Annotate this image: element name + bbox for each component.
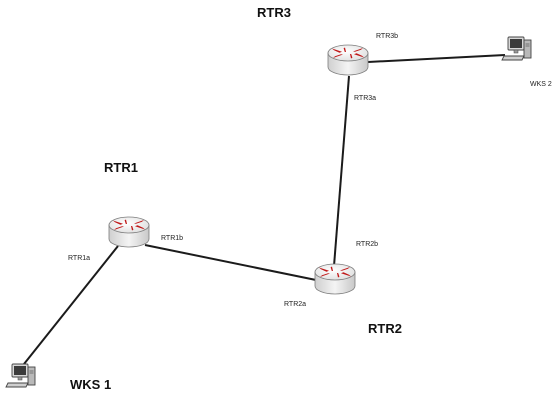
rtr3-label: RTR3 [257, 5, 291, 20]
rtr1a-port-label: RTR1a [68, 255, 90, 262]
rtr2-label: RTR2 [368, 321, 402, 336]
wks1-workstation[interactable] [5, 363, 36, 388]
router-icon [327, 44, 369, 76]
wks2-workstation[interactable] [501, 36, 532, 61]
router-icon [314, 263, 356, 295]
wks1-label: WKS 1 [70, 377, 111, 392]
rtr3-router[interactable] [327, 44, 369, 76]
link-wks1-rtr1 [23, 245, 119, 365]
link-rtr2-rtr3 [333, 75, 350, 267]
rtr2b-port-label: RTR2b [356, 241, 378, 248]
link-rtr3-wks2 [367, 54, 506, 63]
rtr3a-port-label: RTR3a [354, 95, 376, 102]
router-icon [108, 216, 150, 248]
rtr2a-port-label: RTR2a [284, 301, 306, 308]
workstation-icon [501, 36, 532, 61]
rtr3b-port-label: RTR3b [376, 33, 398, 40]
rtr1b-port-label: RTR1b [161, 235, 183, 242]
rtr1-label: RTR1 [104, 160, 138, 175]
link-rtr1-rtr2 [144, 244, 317, 281]
workstation-icon [5, 363, 36, 388]
rtr2-router[interactable] [314, 263, 356, 295]
rtr1-router[interactable] [108, 216, 150, 248]
wks2-label: WKS 2 [530, 81, 552, 88]
